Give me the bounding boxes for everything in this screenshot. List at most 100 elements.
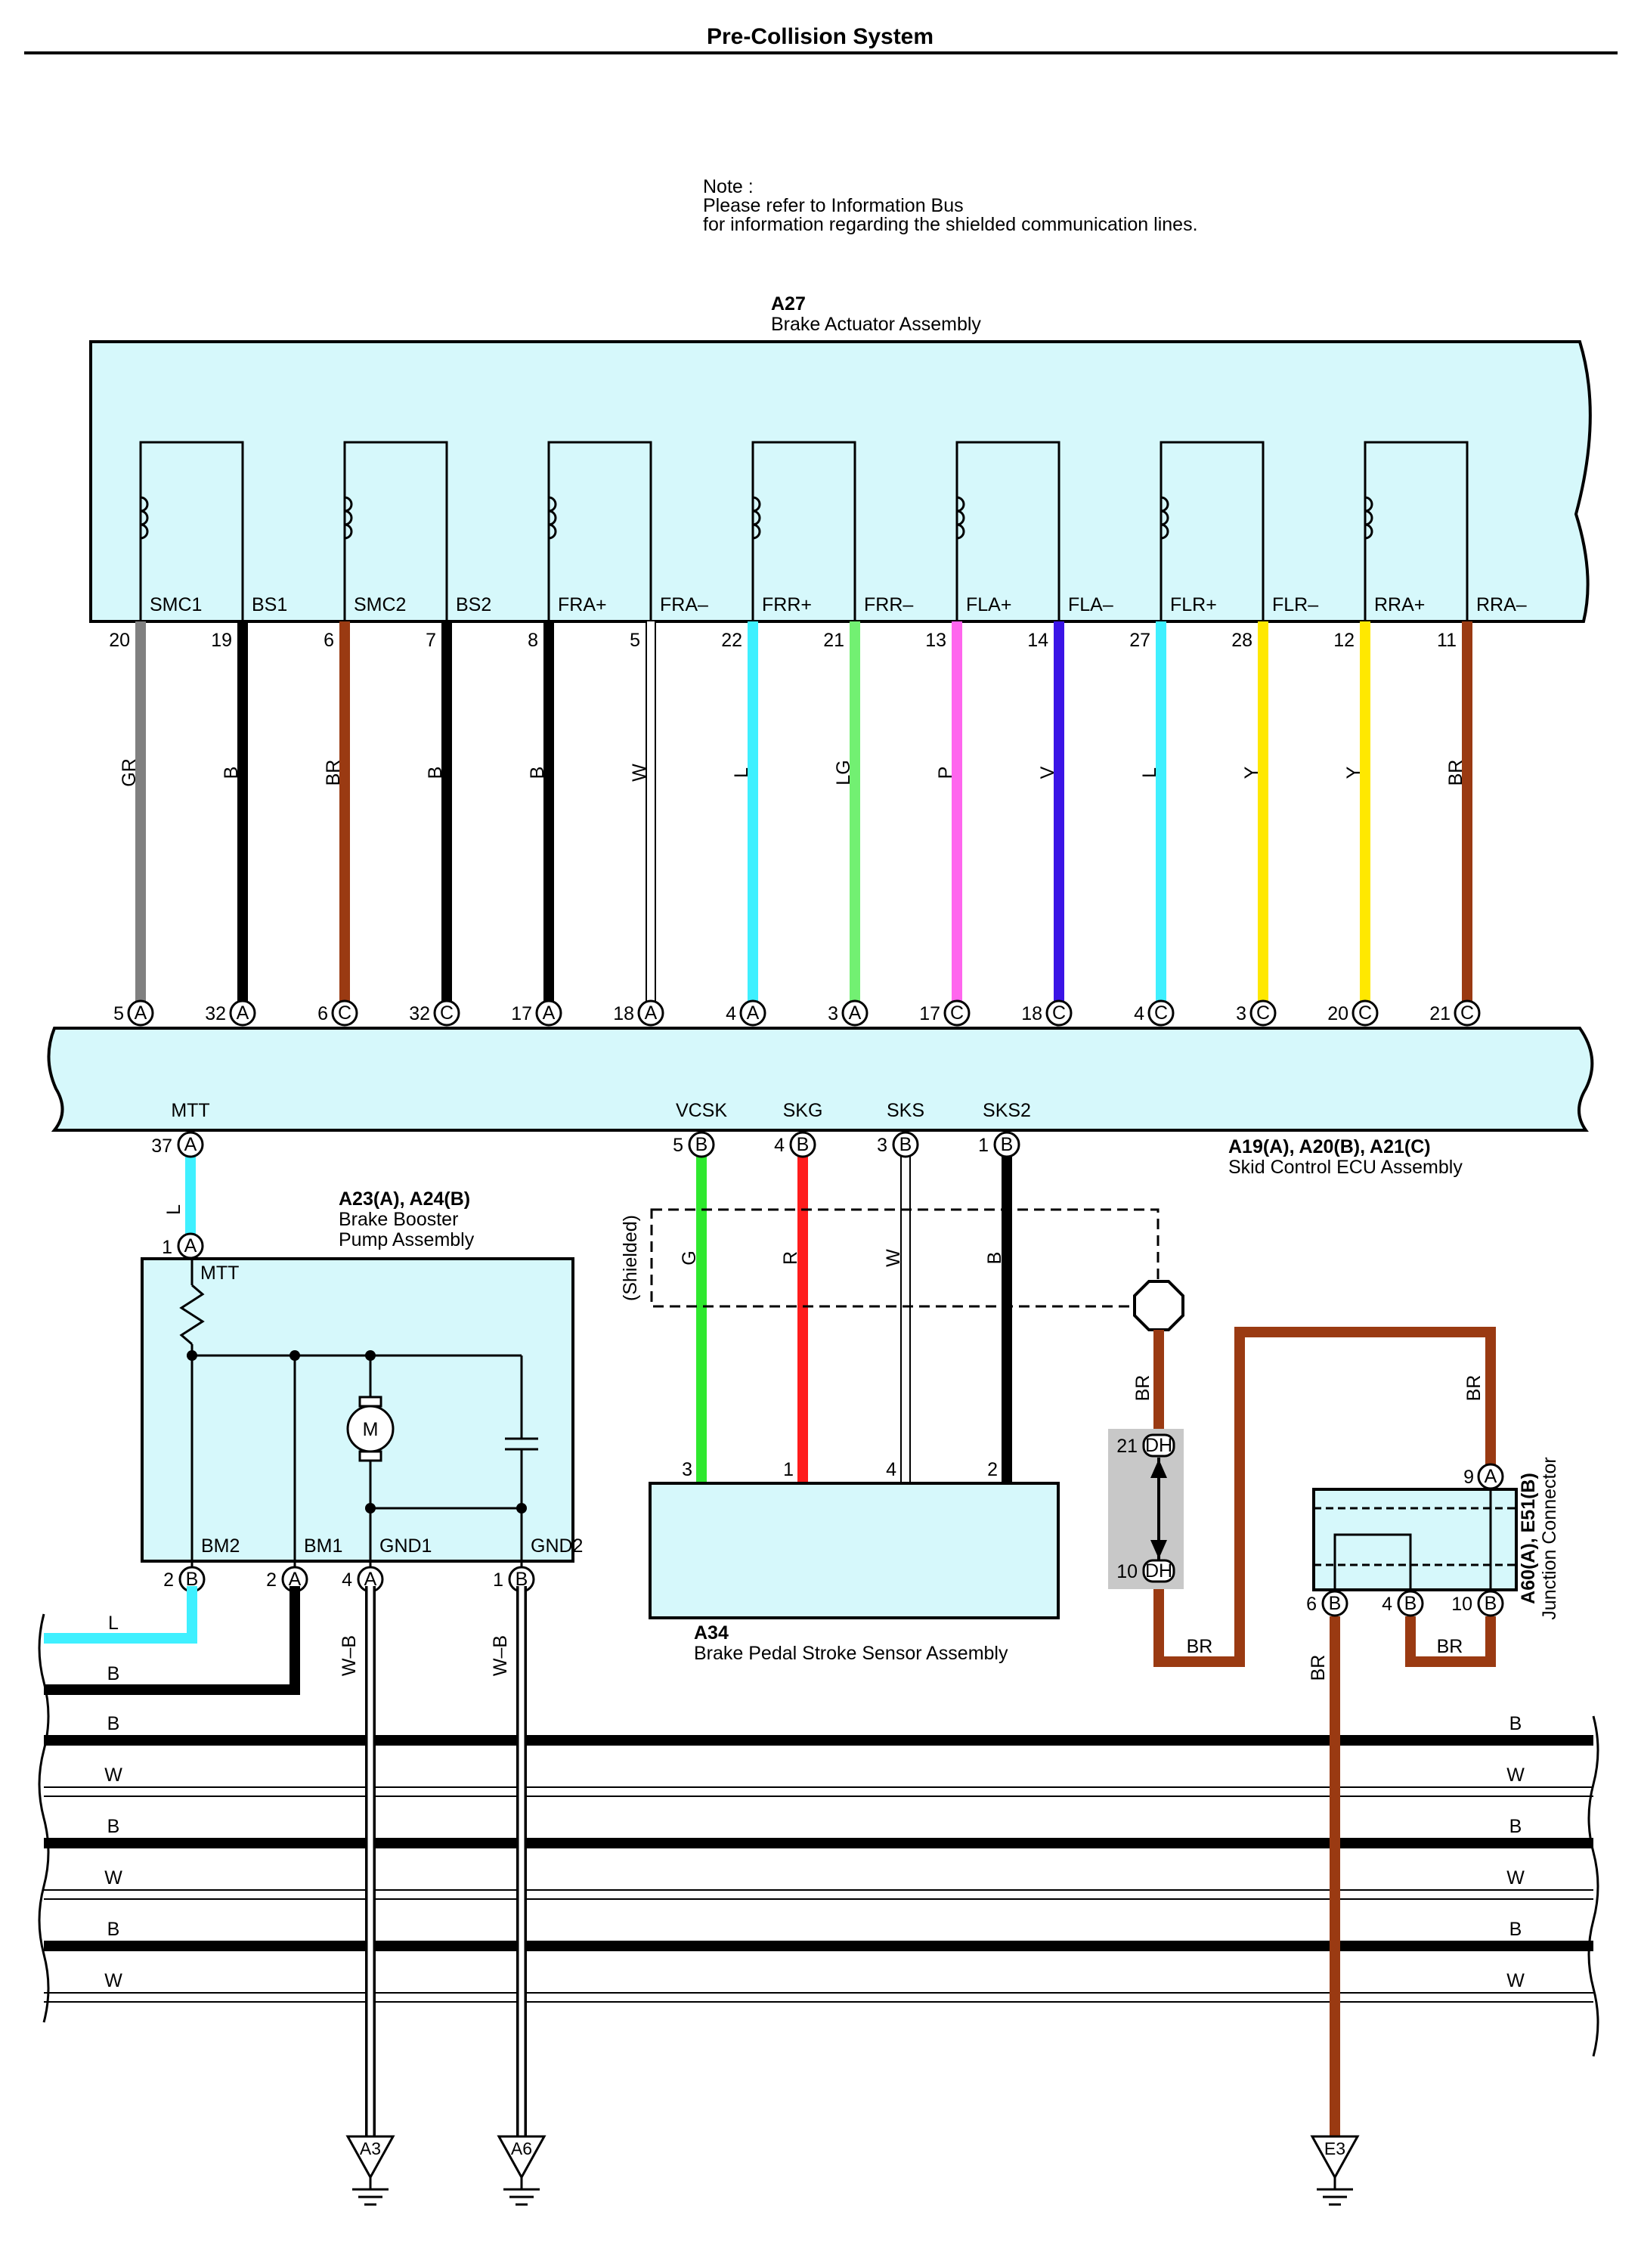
junction-pin-top-letter: A [1485, 1466, 1497, 1487]
bm1-wire [44, 1586, 300, 1695]
mtt-ecu-pin-circle-letter: A [184, 1134, 197, 1155]
ground-label-0: A3 [360, 2139, 381, 2158]
booster-term-3: GND2 [531, 1535, 583, 1557]
booster-pin-number-0: 2 [163, 1569, 174, 1591]
dh-pin-bottom [1142, 1559, 1175, 1583]
actuator-pin-2: 6 [324, 630, 334, 651]
solenoid-coil-7 [1364, 441, 1469, 621]
note-line-2: Please refer to Information Bus [703, 195, 964, 216]
booster-internal-circuit [179, 1259, 538, 1566]
ecu-pin-10-letter: C [1154, 1002, 1168, 1024]
actuator-wire-color-9: V [1037, 766, 1058, 779]
actuator-pin-0: 20 [109, 630, 130, 651]
actuator-wire-color-8: P [935, 767, 956, 779]
sensor-ecu-pin-number-0: 5 [673, 1135, 683, 1156]
actuator-wire-color-6: L [731, 767, 752, 778]
booster-pin-0: B [178, 1566, 206, 1593]
ecu-pin-number-4: 17 [511, 1003, 532, 1024]
dh-bottom-pin: 10 [1116, 1561, 1138, 1582]
br-route-wires [1153, 1327, 1496, 2139]
booster-term-1: BM1 [304, 1535, 342, 1557]
booster-pin-2-letter: A [364, 1569, 377, 1590]
bus-line-right-label-4: B [1509, 1919, 1522, 1940]
ecu-pin-5: A [637, 999, 664, 1027]
actuator-wire-color-0: GR [119, 758, 140, 787]
booster-pin-3: B [508, 1566, 535, 1593]
sensor-ecu-term-0: VCSK [676, 1100, 727, 1121]
bus-line-right-label-2: B [1509, 1816, 1522, 1837]
booster-name-1: Brake Booster [339, 1209, 458, 1230]
ecu-pin-9: C [1045, 999, 1073, 1027]
junction-pin-bottom-0: B [1321, 1590, 1348, 1617]
booster-junction-dots [187, 1350, 527, 1514]
sensor-ecu-pin-1-letter: B [797, 1134, 810, 1155]
actuator-term-8: FLA+ [966, 594, 1011, 615]
ecu-pin-11: C [1249, 999, 1277, 1027]
ecu-pin-number-6: 4 [726, 1003, 736, 1024]
br-label-lower-right: BR [1437, 1636, 1463, 1657]
ecu-panel [47, 1027, 1594, 1132]
actuator-wire-color-4: B [527, 767, 548, 779]
bm2-wire [44, 1586, 197, 1644]
actuator-wire-color-13: BR [1445, 760, 1466, 786]
booster-pin-1: A [281, 1566, 308, 1593]
bus-line-left-label-1: W [104, 1765, 122, 1786]
ecu-pin-3-letter: C [440, 1002, 454, 1024]
actuator-term-11: FLR– [1272, 594, 1318, 615]
actuator-pin-9: 14 [1027, 630, 1048, 651]
note-line-3: for information regarding the shielded c… [703, 214, 1198, 235]
junction-pin-bottom-number-1: 4 [1382, 1594, 1392, 1615]
sensor-panel [649, 1482, 1060, 1619]
ecu-pin-6: A [739, 999, 766, 1027]
sensor-ecu-pin-0-letter: B [695, 1134, 708, 1155]
junction-pin-bottom-2: B [1477, 1590, 1504, 1617]
booster-mtt-term: MTT [200, 1263, 239, 1284]
ecu-pin-number-7: 3 [828, 1003, 838, 1024]
br-label-ground: BR [1308, 1655, 1329, 1681]
sensor-ecu-pin-2-letter: B [899, 1134, 912, 1155]
ecu-pin-3: C [433, 999, 460, 1027]
motor-label: M [363, 1419, 379, 1440]
br-label-upper-left: BR [1132, 1375, 1153, 1402]
sensor-pin-3: 2 [987, 1459, 998, 1480]
ecu-pin-number-9: 18 [1021, 1003, 1042, 1024]
booster-pin-number-2: 4 [342, 1569, 352, 1591]
ecu-pin-1-letter: A [237, 1002, 249, 1024]
ecu-pin-11-letter: C [1256, 1002, 1270, 1024]
actuator-pin-3: 7 [426, 630, 436, 651]
dh-top-pin: 21 [1116, 1436, 1138, 1457]
sensor-ecu-term-1: SKG [783, 1100, 823, 1121]
solenoid-coil-2 [343, 441, 448, 621]
ecu-pin-4-letter: A [543, 1002, 556, 1024]
mtt-booster-pin-circle: A [177, 1232, 204, 1259]
actuator-term-10: FLR+ [1170, 594, 1217, 615]
actuator-term-12: RRA+ [1374, 594, 1425, 615]
gnd1-wire-color: W–B [339, 1635, 360, 1676]
ecu-pin-13: C [1454, 999, 1481, 1027]
dh-connector: DH 21 DH 10 [1116, 1433, 1175, 1583]
resistor-symbol [179, 1284, 205, 1346]
actuator-pin-11: 28 [1231, 630, 1252, 651]
right-cut-marks [1587, 1715, 1599, 2057]
ground-0: A3 [345, 2135, 395, 2206]
actuator-term-7: FRR– [864, 594, 913, 615]
bm1-wire-color: B [107, 1663, 120, 1684]
bm2-wire-color: L [108, 1613, 119, 1634]
br-label-lower-left: BR [1187, 1636, 1213, 1657]
ecu-pin-number-13: 21 [1429, 1003, 1451, 1024]
ecu-pin-7: A [841, 999, 868, 1027]
actuator-term-6: FRR+ [762, 594, 812, 615]
sensor-ecu-pin-3: B [993, 1131, 1020, 1158]
junction-pin-bottom-1: B [1397, 1590, 1424, 1617]
booster-term-2: GND1 [379, 1535, 432, 1557]
sensor-ecu-term-3: SKS2 [983, 1100, 1031, 1121]
bus-line-right-label-3: W [1506, 1867, 1525, 1888]
actuator-pin-12: 12 [1333, 630, 1355, 651]
ecu-pin-number-3: 32 [409, 1003, 430, 1024]
mtt-wire-color: L [163, 1204, 184, 1215]
sensor-ecu-pin-number-2: 3 [877, 1135, 887, 1156]
junction-code: A60(A), E51(B) [1518, 1473, 1539, 1604]
